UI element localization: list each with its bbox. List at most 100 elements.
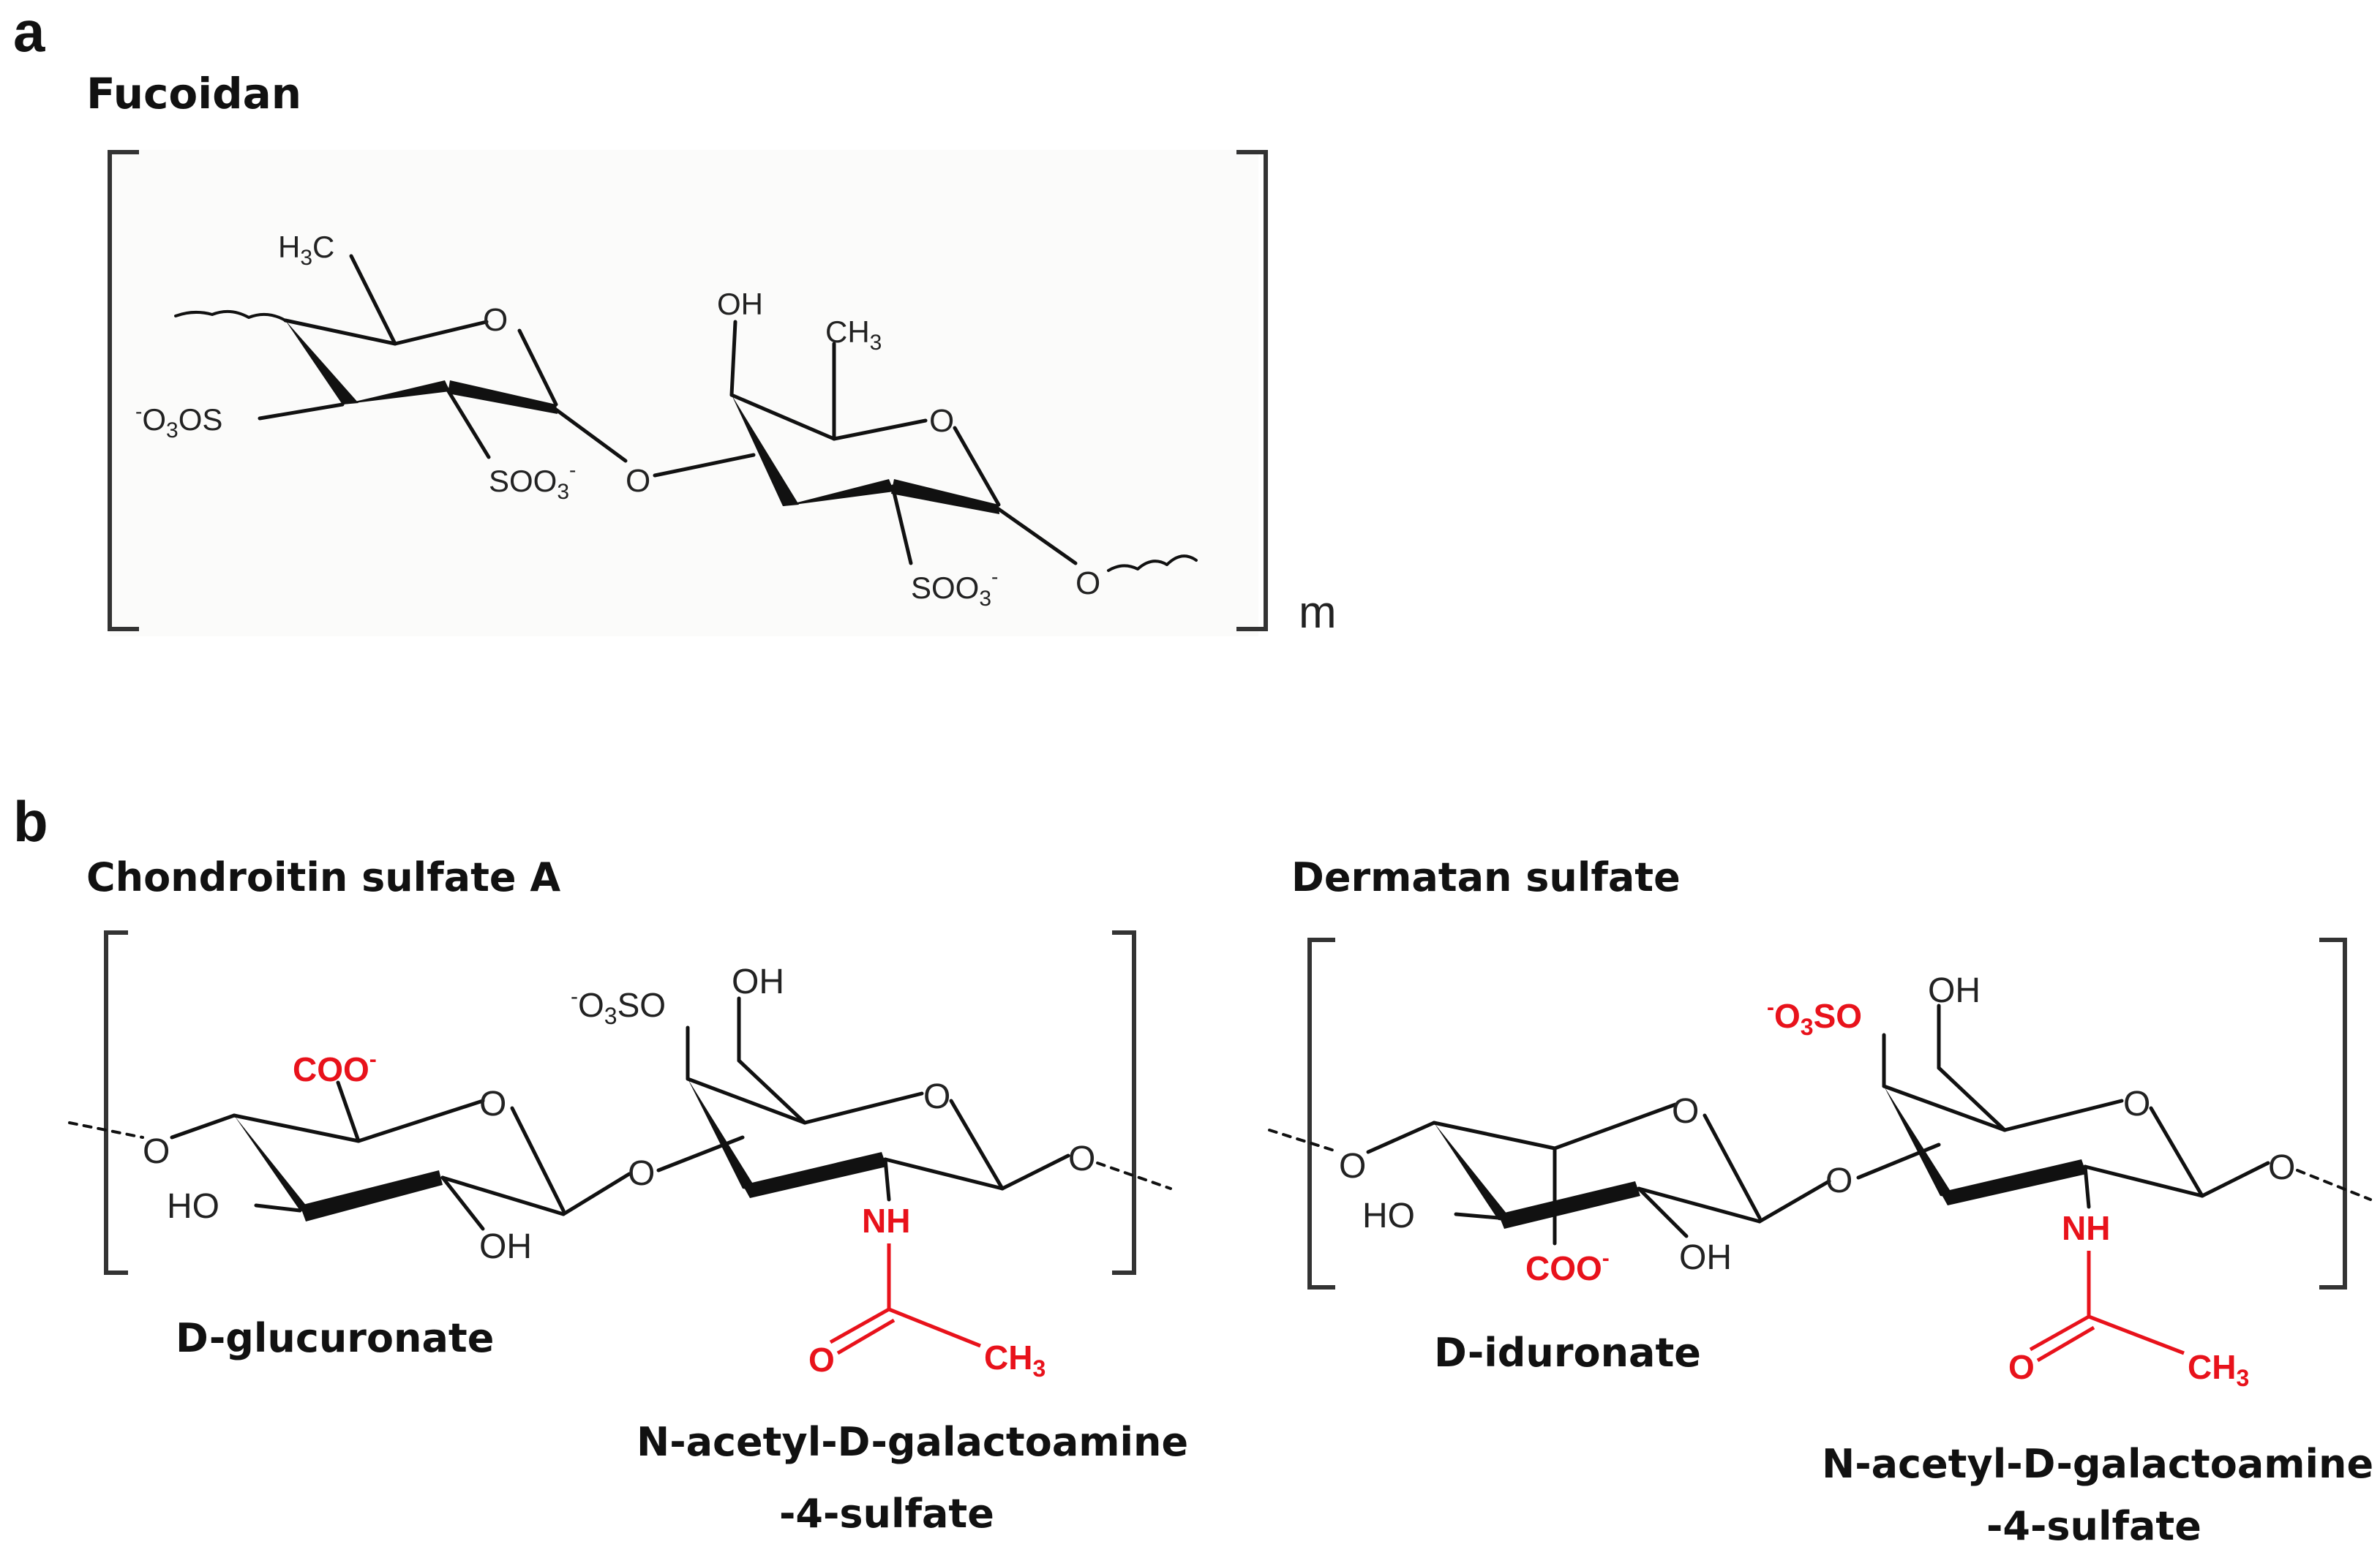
bond bbox=[949, 1099, 1005, 1191]
csa-unit1-name: D-glucuronate bbox=[176, 1315, 494, 1361]
ds-coo-label: COO- bbox=[1525, 1246, 1610, 1287]
soo3-label-2: SOO3- bbox=[911, 565, 998, 611]
right-bracket-csa bbox=[1112, 930, 1136, 1275]
fucose-ring-1 bbox=[174, 254, 628, 463]
bond bbox=[729, 393, 836, 441]
glycosidic-bond bbox=[561, 1172, 631, 1216]
bond bbox=[1637, 1186, 1762, 1224]
bond bbox=[832, 418, 928, 441]
csa-nh-label: NH bbox=[862, 1202, 910, 1240]
methyl-bond bbox=[349, 254, 397, 346]
csa-unit2-name-line1: N-acetyl-D-galactoamine bbox=[637, 1419, 1188, 1465]
ds-unit2-name-line2: -4-sulfate bbox=[1986, 1503, 2201, 1549]
bond bbox=[1432, 1121, 1557, 1151]
ds-o3so-label: -O3SO bbox=[1767, 995, 1862, 1040]
panel-b: b Chondroitin sulfate A O COO- O HO OH bbox=[13, 789, 2373, 1549]
csa-ho-label: HO bbox=[167, 1187, 219, 1226]
ds-ring-oxygen-1: O bbox=[1672, 1092, 1699, 1131]
left-bracket bbox=[108, 150, 139, 631]
terminal-oxygen: O bbox=[1075, 565, 1100, 601]
bond bbox=[953, 426, 1001, 507]
ds-ch3-label: CH3 bbox=[2188, 1348, 2249, 1391]
nh-bond bbox=[2083, 1164, 2091, 1209]
wedge-bond bbox=[342, 380, 450, 404]
glycosidic-bond bbox=[1757, 1179, 1831, 1224]
left-bracket-csa bbox=[104, 930, 128, 1275]
glycosidic-bond bbox=[996, 507, 1078, 565]
bond bbox=[2083, 1164, 2204, 1198]
csa-left-oxygen: O bbox=[143, 1132, 170, 1171]
glycosidic-bond bbox=[653, 453, 756, 478]
wedge-bond bbox=[743, 1152, 887, 1198]
nh-bond bbox=[883, 1157, 891, 1202]
bond bbox=[232, 1113, 361, 1143]
panel-a-letter: a bbox=[13, 0, 45, 64]
bond bbox=[1366, 1121, 1436, 1154]
ds-unit1-name: D-iduronate bbox=[1434, 1330, 1701, 1376]
sulfate-bond bbox=[890, 484, 913, 565]
fucose-ring-2 bbox=[653, 320, 1198, 572]
wedge-bond bbox=[688, 1079, 757, 1191]
csa-o3so-label: -O3SO bbox=[571, 985, 666, 1029]
bond bbox=[2149, 1106, 2204, 1198]
bond bbox=[1553, 1102, 1678, 1151]
glycosidic-bond bbox=[554, 407, 628, 463]
bond bbox=[803, 1091, 924, 1125]
ds-link-oxygen: O bbox=[1825, 1162, 1852, 1200]
carboxylate-bond bbox=[336, 1080, 361, 1143]
ds-right-oxygen: O bbox=[2268, 1148, 2295, 1187]
ch2-bond bbox=[1937, 1066, 2007, 1132]
panel-a: a Fucoidan m H3C O -O3OS SOO3- O bbox=[13, 0, 1337, 638]
bond bbox=[883, 1157, 1005, 1191]
hydroxyl-label: OH bbox=[717, 287, 763, 321]
csa-unit2-name-line2: -4-sulfate bbox=[779, 1491, 994, 1537]
glycosidic-bond bbox=[1000, 1153, 1070, 1191]
dashed-bond-right bbox=[2296, 1169, 2372, 1201]
bond bbox=[1703, 1113, 1762, 1220]
bond bbox=[2002, 1099, 2124, 1132]
dermatan-title: Dermatan sulfate bbox=[1291, 854, 1681, 900]
bond bbox=[393, 320, 489, 346]
hydroxyl-bond bbox=[440, 1175, 485, 1231]
csa-acetyl-bonds bbox=[829, 1243, 981, 1355]
repeat-unit-m: m bbox=[1299, 587, 1337, 638]
soo3-label-1: SOO3- bbox=[489, 459, 576, 504]
h3c-label: H3C bbox=[278, 230, 334, 270]
ds-left-oxygen: O bbox=[1339, 1147, 1366, 1186]
csa-oh-top-label: OH bbox=[732, 963, 784, 1001]
ring-oxygen-1: O bbox=[483, 302, 508, 338]
bond bbox=[440, 1175, 566, 1216]
csa-ring-oxygen-1: O bbox=[479, 1085, 506, 1123]
ch2-bond bbox=[737, 1058, 807, 1125]
csa-coo-label: COO- bbox=[293, 1047, 377, 1088]
wedge-bond bbox=[783, 479, 894, 506]
wedge-bond bbox=[234, 1115, 313, 1214]
bond bbox=[170, 1113, 236, 1140]
ds-oh-bottom-label: OH bbox=[1679, 1238, 1732, 1277]
csa-carbonyl-oxygen: O bbox=[808, 1341, 835, 1379]
sulfate-bond bbox=[444, 385, 491, 459]
ds-acetyl-bonds bbox=[2029, 1251, 2185, 1363]
fucoidan-background bbox=[110, 150, 1258, 636]
ds-ring-oxygen-2: O bbox=[2123, 1085, 2150, 1123]
wedge-bond bbox=[891, 479, 999, 514]
ds-oh-top-label: OH bbox=[1928, 971, 1981, 1010]
wedge-bond bbox=[1884, 1086, 1955, 1198]
csa-ch3-label: CH3 bbox=[984, 1339, 1046, 1382]
dashed-bond-left bbox=[68, 1121, 144, 1139]
methyl-bond bbox=[888, 1307, 981, 1348]
csa-right-oxygen: O bbox=[1068, 1140, 1095, 1178]
bond bbox=[283, 318, 397, 346]
left-bracket-ds bbox=[1307, 938, 1335, 1290]
hydroxyl-bond bbox=[1454, 1212, 1501, 1220]
ds-unit2-name-line1: N-acetyl-D-galactoamine bbox=[1822, 1441, 2373, 1487]
bond bbox=[517, 328, 558, 407]
bond bbox=[1882, 1084, 2007, 1132]
wedge-bond bbox=[300, 1170, 443, 1221]
bond bbox=[510, 1106, 566, 1213]
wedge-bond bbox=[1498, 1181, 1640, 1229]
glycosidic-bond bbox=[656, 1135, 745, 1172]
linking-oxygen: O bbox=[626, 463, 650, 499]
right-bracket-ds bbox=[2319, 938, 2347, 1290]
